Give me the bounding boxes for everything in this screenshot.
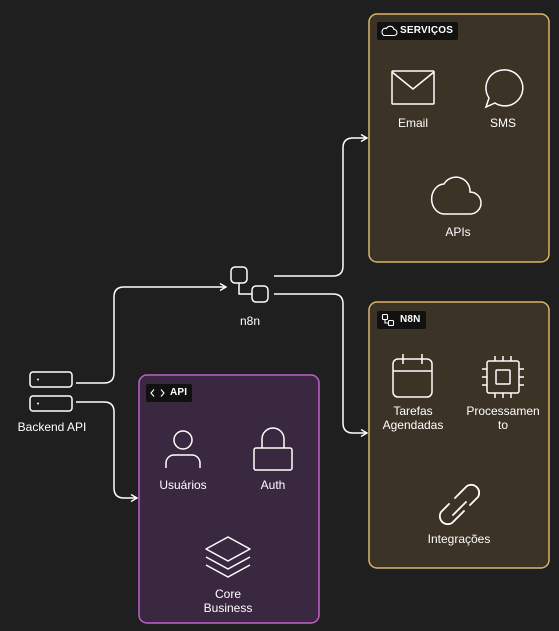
integracoes-label: Integrações [427,532,491,546]
link-icon [438,483,481,526]
sms-label: SMS [489,116,516,130]
edge-backend-n8n [76,287,226,384]
n8n-title-chip [377,311,426,329]
lock-icon [253,427,293,471]
tarefas-label-line1: Tarefas [393,404,433,418]
backend-api-label: Backend API [17,420,87,434]
processamento-label-line2: to [497,418,508,432]
code-icon [150,389,165,397]
cloud-icon [381,25,398,37]
edge-backend-api [76,401,137,498]
n8n-group-title: N8N [400,314,421,325]
apis-label: APIs [445,225,471,239]
usuarios-label: Usuários [159,478,207,492]
user-icon [165,430,201,468]
workflow-icon [381,313,395,327]
n8n-group [368,301,550,569]
server-icon [29,371,73,412]
edge-n8n-n8ngroup [274,293,367,433]
api-title-chip [146,384,192,402]
core-label-line2: Business [203,601,253,615]
cpu-icon [482,356,524,398]
api-group [138,374,320,624]
n8n-node-label: n8n [239,314,261,328]
processamento-label-line1: Processamen [466,404,540,418]
cloud-large-icon [430,176,482,215]
tarefas-label-line2: Agendadas [382,418,444,432]
auth-label: Auth [260,478,286,492]
core-label-line1: Core [214,587,241,601]
services-group [368,13,550,263]
email-label: Email [397,116,428,130]
services-title-chip [377,22,458,40]
chat-bubble-icon [484,69,524,109]
layers-icon [205,536,251,578]
api-group-title: API [170,387,188,398]
n8n-workflow-icon [230,266,269,303]
edge-n8n-services [274,138,367,277]
email-icon [391,70,435,105]
services-group-title: SERVIÇOS [400,25,454,36]
calendar-icon [392,354,433,398]
